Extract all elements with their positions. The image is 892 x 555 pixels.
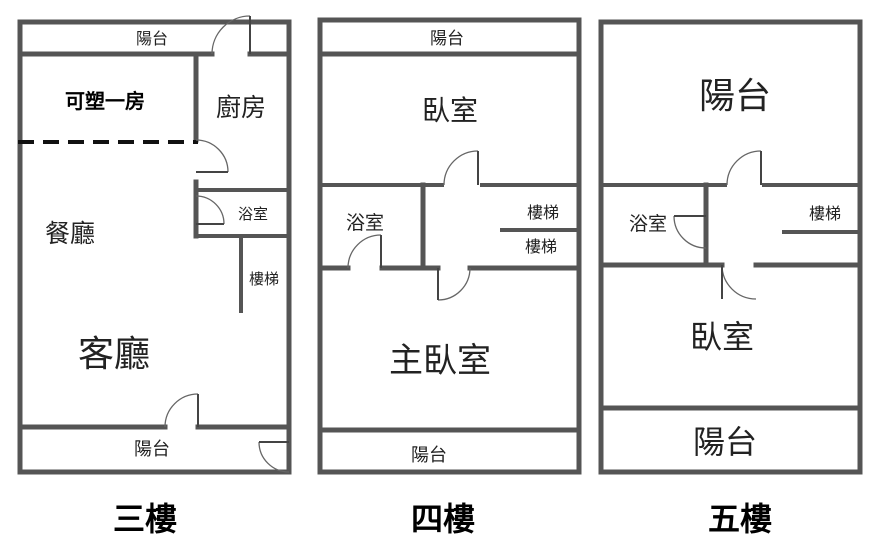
floor-5-balcony-bottom-label: 陽台 bbox=[693, 423, 757, 461]
floor-3-balcony-bottom-label: 陽台 bbox=[134, 439, 170, 460]
door-icon bbox=[721, 264, 757, 300]
floor-3-living-label: 客廳 bbox=[78, 334, 150, 375]
floor-4-balcony-bottom-label: 陽台 bbox=[411, 445, 447, 466]
floor-5-balcony-top-label: 陽台 bbox=[699, 76, 771, 117]
floor-5-title: 五樓 bbox=[708, 500, 772, 538]
door-icon bbox=[195, 139, 229, 173]
floor-3-kitchen-label: 廚房 bbox=[216, 93, 266, 122]
floor-3-dining-label: 餐廳 bbox=[45, 219, 95, 248]
floor-3-title: 三樓 bbox=[113, 500, 177, 538]
door-icon bbox=[726, 150, 762, 186]
floor-4-outer-wall bbox=[317, 17, 582, 475]
floor-3-bathroom-label: 浴室 bbox=[238, 205, 268, 223]
door-icon bbox=[673, 215, 707, 249]
floor-4-balcony-top-label: 陽台 bbox=[430, 29, 464, 49]
floor-3-flex-room-label: 可塑一房 bbox=[65, 89, 145, 113]
floor-3-balcony-top-label: 陽台 bbox=[136, 29, 168, 48]
floor-5-stairs-label: 樓梯 bbox=[809, 204, 841, 223]
floor-3-outer-wall bbox=[17, 19, 292, 475]
door-icon bbox=[347, 234, 382, 269]
floor-4-title: 四樓 bbox=[411, 500, 475, 538]
floor-5-bedroom-label: 臥室 bbox=[690, 318, 754, 356]
door-icon bbox=[164, 393, 199, 428]
door-icon bbox=[211, 15, 251, 55]
floor-4-bedroom-label: 臥室 bbox=[422, 94, 478, 127]
floor-4-plan: 陽台 臥室 浴室 樓梯 樓梯 主臥室 陽台 bbox=[317, 17, 582, 475]
floor-4-bathroom-label: 浴室 bbox=[346, 212, 384, 234]
floor-4-stairs-1-label: 樓梯 bbox=[527, 203, 559, 222]
floor-4-stairs-2-label: 樓梯 bbox=[525, 237, 557, 256]
door-icon bbox=[195, 195, 225, 225]
floor-3-plan: 陽台 可塑一房 廚房 浴室 餐廳 樓梯 客廳 陽台 bbox=[17, 15, 292, 475]
floor-3-stairs-label: 樓梯 bbox=[249, 270, 279, 288]
floor-5-outer-wall bbox=[598, 19, 863, 475]
door-icon bbox=[258, 441, 290, 473]
door-icon bbox=[437, 267, 471, 301]
floor-4-master-bedroom-label: 主臥室 bbox=[389, 341, 491, 381]
floor-5-bathroom-label: 浴室 bbox=[629, 213, 667, 235]
door-icon bbox=[443, 150, 479, 186]
floor-5-plan: 陽台 浴室 樓梯 臥室 陽台 bbox=[598, 19, 863, 475]
